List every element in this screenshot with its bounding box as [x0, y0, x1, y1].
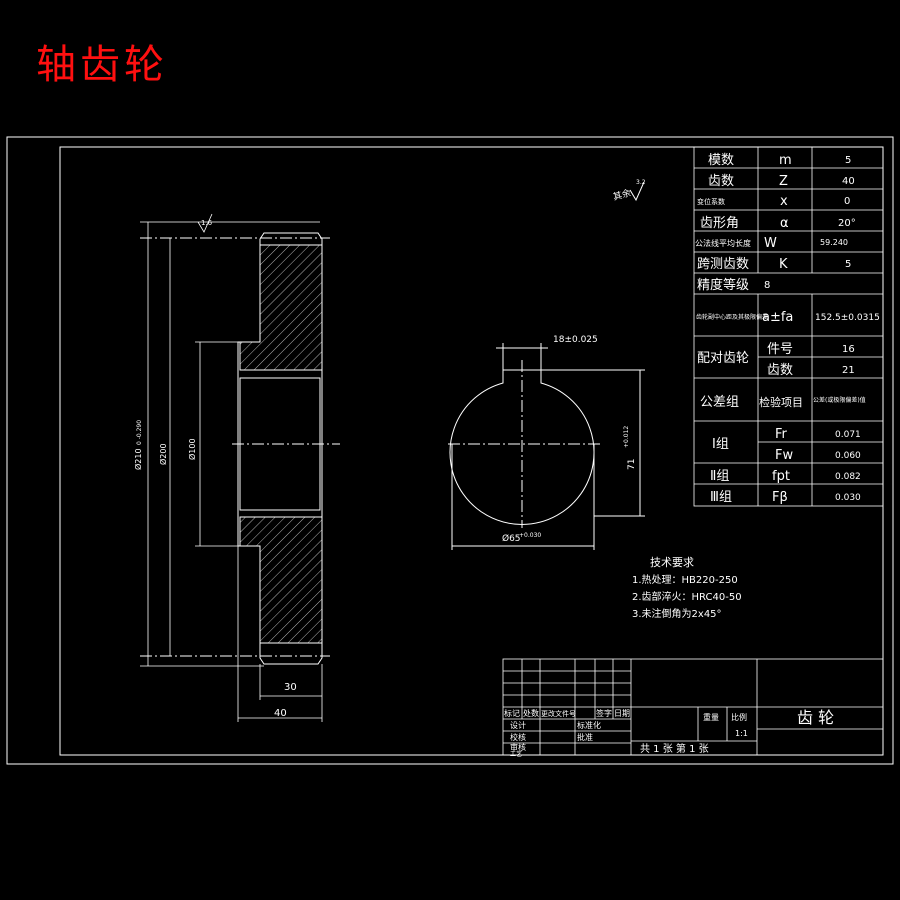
param-symbol: α: [780, 216, 789, 231]
param-name: 齿数: [708, 174, 734, 189]
keyway-depth-tol: +0.012: [623, 426, 630, 448]
sheet-info: 共 1 张 第 1 张: [640, 742, 709, 755]
keyway-depth-label: 71: [627, 459, 637, 470]
param-name: 模数: [708, 153, 734, 168]
hatch-lower: [239, 516, 323, 644]
roughness-left: 1.6: [201, 219, 213, 227]
param-symbol: K: [779, 257, 788, 272]
tech-req-item: 1.热处理：HB220-250: [632, 573, 738, 586]
tol-value: 0.071: [835, 430, 861, 440]
title-block-col: 标记: [504, 708, 520, 718]
title-block-role2: 标准化: [577, 720, 601, 730]
param-symbol: Z: [779, 174, 788, 189]
keyway-width-label: 18±0.025: [553, 335, 598, 345]
mate-gear-value: 21: [842, 365, 855, 376]
param-symbol: a±fa: [762, 310, 793, 325]
tol-symbol: Fr: [775, 427, 788, 442]
outer-border: [6, 136, 894, 765]
tol-item-label: 检验项目: [759, 395, 803, 409]
title-block-col: 日期: [614, 709, 630, 718]
pitch-dia-label: Ø200: [158, 443, 168, 465]
roughness-note-label: 其余: [612, 187, 633, 203]
param-name: 齿形角: [700, 216, 739, 231]
param-value: 5: [845, 259, 851, 270]
section-dimensions: [140, 213, 323, 722]
bore-dia-tol: +0.030: [519, 532, 541, 539]
tol-value: 0.082: [835, 472, 861, 482]
param-value: 59.240: [820, 238, 848, 247]
mate-gear-value: 16: [842, 344, 855, 355]
width-30-label: 30: [284, 682, 297, 693]
tol-symbol: Fw: [775, 448, 793, 463]
title-block-col: 签字: [596, 708, 612, 718]
param-value: 152.5±0.0315: [815, 313, 880, 323]
mate-gear-label: 配对齿轮: [697, 351, 749, 366]
gear-section-view: [140, 232, 340, 665]
tol-group: Ⅲ组: [710, 490, 732, 505]
param-name: 精度等级: [697, 277, 749, 293]
tol-group: Ⅱ组: [710, 469, 729, 484]
param-table-text: 模数 m 5 齿数 Z 40 变位系数 x 0 齿形角 α 20° 公法线平均长…: [695, 153, 880, 505]
param-name: 公法线平均长度: [695, 238, 751, 248]
hatch-upper: [239, 244, 323, 371]
mate-gear-name: 件号: [767, 342, 793, 357]
tech-req-item: 3.未注倒角为2x45°: [632, 607, 722, 620]
tol-group: Ⅰ组: [712, 437, 729, 452]
param-value: 5: [845, 155, 851, 166]
param-symbol: W: [764, 236, 777, 251]
title-block-role: 工艺: [510, 750, 522, 758]
title-block-role: 审核: [510, 742, 526, 752]
scale-label: 比例: [731, 712, 747, 722]
tol-value: 0.060: [835, 451, 861, 461]
tip-dia-label: Ø210: [133, 448, 143, 470]
bore-dia-label: Ø65: [502, 533, 521, 544]
tol-group-label: 公差组: [700, 395, 739, 410]
weight-label: 重量: [703, 712, 719, 722]
title-block-text: 标记 处数 更改文件号 签字 日期 设计 校核 审核 工艺 标准化 批准 重量 …: [504, 708, 834, 758]
param-value: 40: [842, 176, 855, 187]
hub-dia-label: Ø100: [187, 438, 197, 460]
tol-value: 0.030: [835, 493, 861, 503]
param-name: 变位系数: [697, 197, 725, 206]
page-title: 轴齿轮: [36, 42, 168, 88]
gear-end-view: [448, 181, 645, 550]
title-block-col: 处数: [523, 708, 539, 718]
title-block-role: 校核: [510, 732, 526, 742]
tech-req-title: 技术要求: [650, 556, 694, 569]
title-block-grid: [502, 658, 884, 756]
param-name: 跨测齿数: [697, 257, 749, 272]
title-block-role: 设计: [510, 720, 526, 730]
scale-value: 1:1: [735, 729, 748, 738]
tol-symbol: fpt: [772, 469, 790, 484]
param-symbol: m: [779, 153, 792, 168]
tech-requirements: 技术要求 1.热处理：HB220-250 2.齿部淬火：HRC40-50 3.未…: [632, 556, 742, 620]
param-symbol: x: [780, 194, 788, 209]
roughness-note-value: 3.2: [636, 179, 646, 186]
mate-gear-name: 齿数: [767, 363, 793, 378]
title-block-col: 更改文件号: [541, 709, 576, 718]
tech-req-item: 2.齿部淬火：HRC40-50: [632, 590, 742, 603]
param-name: 齿轮副中心距及其极限偏差: [696, 313, 768, 321]
param-value: 8: [764, 280, 770, 291]
param-value: 20°: [838, 218, 856, 229]
param-table-grid: [693, 146, 884, 507]
width-40-label: 40: [274, 708, 287, 719]
title-block-role2: 批准: [577, 732, 593, 742]
tip-dia-tol: 0 -0.290: [136, 420, 143, 445]
part-name: 齿 轮: [797, 708, 834, 727]
param-value: 0: [844, 196, 850, 207]
tol-value-label: 公差(或极限偏差)值: [813, 396, 866, 404]
tol-symbol: Fβ: [772, 490, 788, 505]
